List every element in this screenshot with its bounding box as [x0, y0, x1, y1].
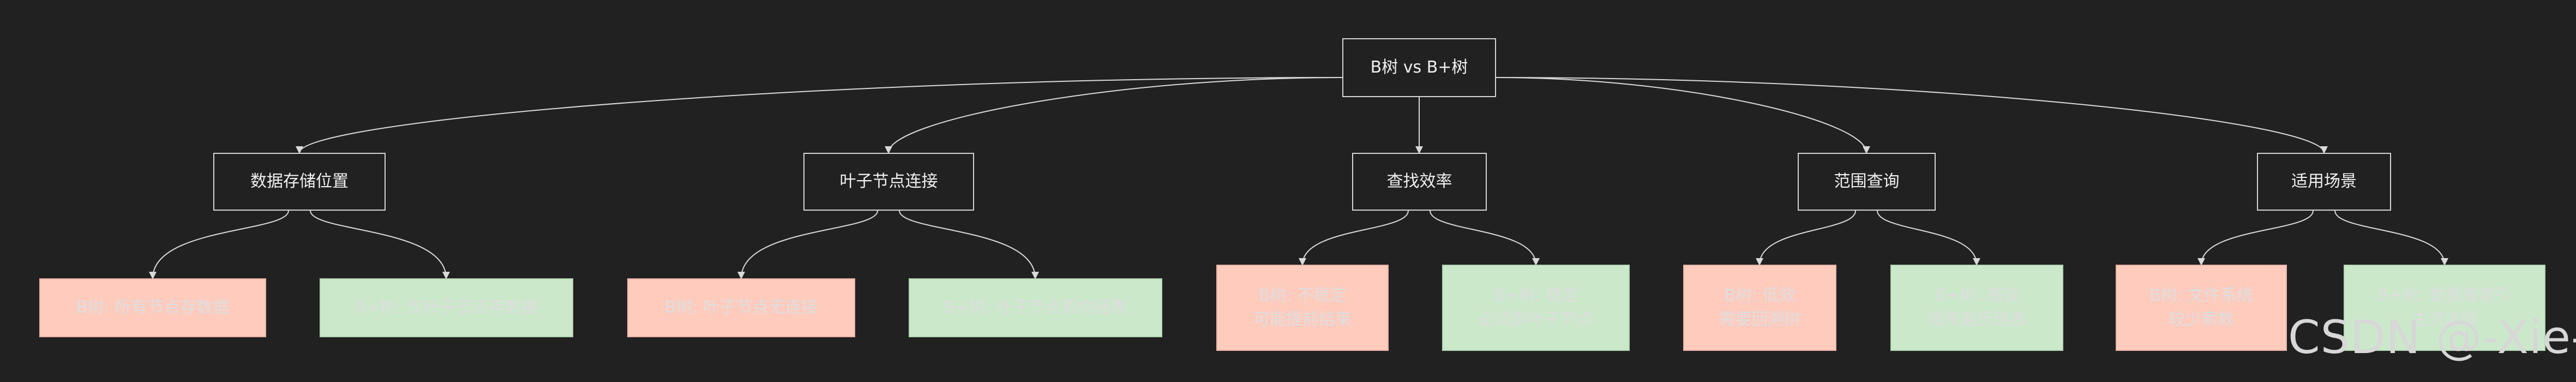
category-node-range-query: 范围查询 [1798, 153, 1936, 211]
bplus-text-line: B+树: 仅叶子节点存数据 [355, 298, 538, 317]
btree-text-line: 可能提前结束 [1253, 310, 1352, 329]
category-label: 查找效率 [1386, 172, 1452, 191]
btree-text-line: B树: 叶子节点无连接 [664, 298, 818, 317]
edge-root-to-category [1496, 77, 1870, 154]
edge-category-to-bplus [2334, 210, 2448, 266]
category-node-use-cases: 适用场景 [2257, 153, 2391, 211]
bplus-node-data-storage: B+树: 仅叶子节点存数据 [320, 278, 573, 337]
btree-node-search-efficiency: B树: 不稳定 可能提前结束 [1216, 265, 1389, 351]
bplus-node-search-efficiency: B+树: 稳定 必须到叶子节点 [1442, 265, 1630, 351]
bplus-node-range-query: B+树: 高效 顺序遍历链表 [1890, 265, 2063, 351]
btree-text-line: B树: 所有节点存数据 [76, 298, 230, 317]
category-node-search-efficiency: 查找效率 [1352, 153, 1487, 211]
category-label: 范围查询 [1834, 172, 1900, 191]
bplus-node-leaf-connection: B+树: 叶子节点双向链表 [909, 278, 1162, 337]
bplus-text-line: B+树: 数据库索引 [2377, 286, 2512, 305]
btree-node-data-storage: B树: 所有节点存数据 [39, 278, 266, 337]
bplus-text-line: 必须到叶子节点 [1479, 310, 1593, 329]
category-node-leaf-connection: 叶子节点连接 [803, 153, 974, 211]
bplus-text-line: 顺序遍历链表 [1928, 310, 2026, 329]
edge-category-to-bplus [899, 210, 1039, 279]
edge-category-to-btree [1299, 210, 1409, 266]
btree-text-line: B树: 低效 [1724, 286, 1796, 305]
btree-text-line: B树: 文件系统 [2149, 286, 2254, 305]
edge-category-to-bplus [1877, 210, 1980, 266]
edge-root-to-category [885, 77, 1343, 154]
root-node: B树 vs B+树 [1342, 38, 1496, 97]
root-node-label: B树 vs B+树 [1370, 58, 1468, 77]
edge-root-to-category [1496, 77, 2328, 154]
category-node-data-storage: 数据存储位置 [213, 153, 386, 211]
edge-category-to-btree [737, 210, 878, 279]
edge-root-to-category [296, 77, 1343, 154]
edge-category-to-btree [149, 210, 289, 279]
btree-node-range-query: B树: 低效 需要回溯树 [1683, 265, 1836, 351]
watermark-text: CSDN @-Xie- [2288, 311, 2576, 364]
bplus-text-line: B+树: 高效 [1934, 286, 2020, 305]
btree-text-line: 需要回溯树 [1719, 310, 1801, 329]
edge-category-to-btree [1756, 210, 1856, 266]
btree-node-use-cases: B树: 文件系统 较少索数 [2116, 265, 2287, 351]
edge-category-to-bplus [1430, 210, 1540, 266]
bplus-text-line: 主流选择 [2412, 310, 2477, 329]
category-label: 叶子节点连接 [839, 172, 938, 191]
btree-node-leaf-connection: B树: 叶子节点无连接 [627, 278, 855, 337]
edge-category-to-btree [2197, 210, 2314, 266]
category-label: 适用场景 [2291, 172, 2357, 191]
btree-text-line: B树: 不稳定 [1258, 286, 1347, 305]
category-label: 数据存储位置 [250, 172, 349, 191]
bplus-node-use-cases: B+树: 数据库索引 主流选择 [2344, 265, 2545, 351]
edge-category-to-bplus [310, 210, 450, 279]
bplus-text-line: B+树: 叶子节点双向链表 [944, 298, 1127, 317]
bplus-text-line: B+树: 稳定 [1493, 286, 1578, 305]
btree-text-line: 较少索数 [2169, 310, 2234, 329]
